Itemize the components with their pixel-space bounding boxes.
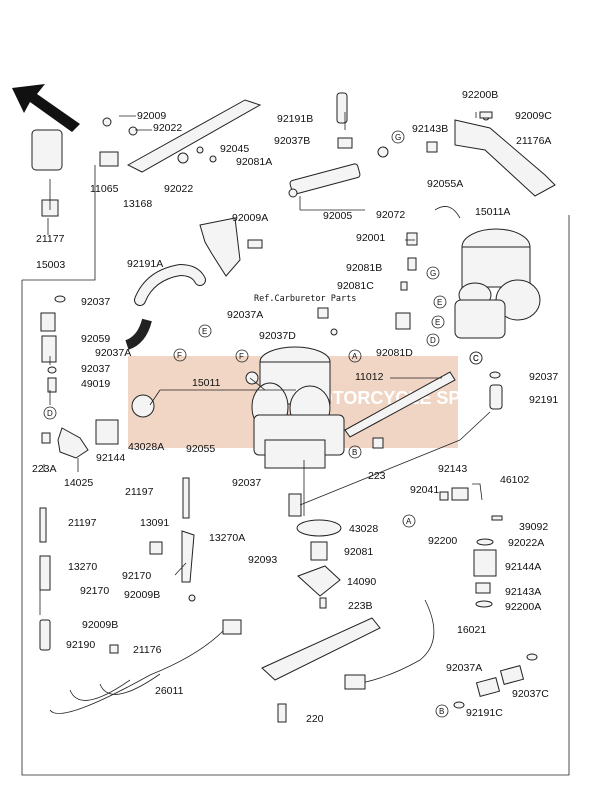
part-label: 26011 — [155, 685, 184, 697]
callout-letter: F — [177, 351, 182, 360]
part-label: 92037A — [446, 662, 482, 674]
callout-letter: E — [437, 298, 442, 307]
part-label: 92170 — [122, 570, 151, 582]
callout-letter: E — [202, 327, 207, 336]
part-label: 92143 — [438, 463, 467, 475]
part-label: 92009C — [515, 110, 552, 122]
part-label: 21176A — [516, 135, 551, 147]
part-label: 92022 — [164, 183, 193, 195]
part-label: 223A — [32, 463, 57, 475]
part-label: 92037B — [274, 135, 310, 147]
callout-letter: B — [352, 448, 357, 457]
part-label: 92191B — [277, 113, 313, 125]
part-label: 223B — [348, 600, 373, 612]
part-label: 92005 — [323, 210, 352, 222]
part-label: 92037 — [529, 371, 558, 383]
part-label: 92081A — [236, 156, 272, 168]
part-label: 220 — [306, 713, 324, 725]
reference-text: Ref.Carburetor Parts — [254, 294, 356, 304]
callout-letter: C — [473, 354, 479, 363]
part-label: 92037D — [259, 330, 296, 342]
part-label: 92022 — [153, 122, 182, 134]
part-label: 92191 — [529, 394, 558, 406]
part-label: 92190 — [66, 639, 95, 651]
part-label: 21197 — [68, 517, 97, 529]
part-label: 92055 — [186, 443, 215, 455]
part-label: 92191A — [127, 258, 163, 270]
part-label: 43028 — [349, 523, 378, 535]
part-label: 92081B — [346, 262, 382, 274]
part-label: 92143B — [412, 123, 448, 135]
callout-letter: C — [473, 354, 479, 363]
diagram-frame — [21, 165, 570, 776]
part-label: 14090 — [347, 576, 376, 588]
part-label: 92072 — [376, 209, 405, 221]
part-label: 13168 — [123, 198, 152, 210]
part-label: 11065 — [90, 183, 119, 195]
callout-letter: E — [435, 318, 440, 327]
part-label: 16021 — [457, 624, 486, 636]
part-label: 92144 — [96, 452, 125, 464]
part-label: 92200 — [428, 535, 457, 547]
direction-arrow-icon — [12, 84, 80, 132]
part-label: 92045 — [220, 143, 249, 155]
part-label: 92143A — [505, 586, 541, 598]
part-label: 15011 — [192, 377, 221, 389]
leader-lines — [39, 112, 491, 615]
part-label: 92170 — [80, 585, 109, 597]
part-label: 92191C — [466, 707, 503, 719]
callout-letter: G — [395, 133, 401, 142]
part-label: 92009B — [82, 619, 118, 631]
callout-letter: G — [430, 269, 436, 278]
part-label: 92081D — [376, 347, 413, 359]
callout-letter: F — [239, 352, 244, 361]
part-label: 92009A — [232, 212, 268, 224]
callout-letter: B — [439, 707, 444, 716]
part-label: 92081 — [344, 546, 373, 558]
callout-letter: D — [430, 336, 436, 345]
part-label: 92200A — [505, 601, 541, 613]
part-label: 92009 — [137, 110, 166, 122]
part-label: 92055A — [427, 178, 463, 190]
part-label: 92144A — [505, 561, 541, 573]
part-label: 46102 — [500, 474, 529, 486]
part-label: 92037A — [227, 309, 263, 321]
callout-letter: A — [352, 352, 358, 361]
callout-letter: D — [47, 409, 53, 418]
part-label: 92001 — [356, 232, 385, 244]
part-label: 92081C — [337, 280, 374, 292]
part-label: 43028A — [128, 441, 164, 453]
part-label: 92059 — [81, 333, 110, 345]
part-label: 92037 — [232, 477, 261, 489]
callout-letter: A — [406, 517, 412, 526]
part-label: 21177 — [36, 233, 65, 245]
part-label: 21197 — [125, 486, 154, 498]
part-label: 14025 — [64, 477, 93, 489]
component-drawings — [31, 92, 556, 723]
part-label: 21176 — [133, 644, 162, 656]
part-label: 223 — [368, 470, 386, 482]
part-label: 92037 — [81, 363, 110, 375]
part-label: 13270A — [209, 532, 245, 544]
part-labels: 92009 92022 92045 92081A 11065 13168 920… — [32, 89, 558, 725]
part-label: 92037 — [81, 296, 110, 308]
part-label: 15011A — [475, 206, 510, 218]
part-label: 15003 — [36, 259, 65, 271]
part-label: 92037A — [95, 347, 131, 359]
part-label: 92093 — [248, 554, 277, 566]
part-label: 39092 — [519, 521, 548, 533]
part-label: 11012 — [355, 371, 384, 383]
part-label: 13270 — [68, 561, 97, 573]
part-label: 13091 — [140, 517, 169, 529]
part-label: 92041 — [410, 484, 439, 496]
part-label: 92022A — [508, 537, 544, 549]
part-label: 92037C — [512, 688, 549, 700]
part-label: 49019 — [81, 378, 110, 390]
callout-letters: G E F A B D C G E D C F E A B — [43, 130, 483, 718]
part-label: 92200B — [462, 89, 498, 101]
part-label: 92009B — [124, 589, 160, 601]
